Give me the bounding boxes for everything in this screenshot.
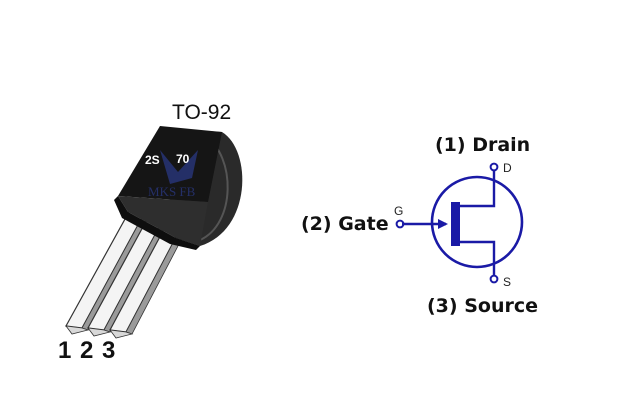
part-marking-right: 70	[176, 152, 190, 166]
gate-label: (2) Gate	[301, 213, 389, 235]
drain-terminal	[489, 162, 499, 172]
source-lead	[460, 240, 496, 276]
pin-number-1: 1	[58, 337, 71, 364]
source-label: (3) Source	[427, 295, 538, 317]
pin-number-2: 2	[80, 337, 93, 364]
drain-label: (1) Drain	[435, 134, 530, 156]
package-name: TO-92	[172, 101, 231, 124]
lead-2	[87, 213, 171, 337]
package-body-bottom	[118, 196, 208, 246]
symbol-circle	[430, 175, 524, 269]
source-terminal	[489, 274, 499, 284]
part-marking-left: 2S	[145, 153, 160, 167]
mosfet-symbol	[395, 162, 524, 284]
watermark-logo	[160, 150, 198, 184]
channel-bar	[451, 202, 460, 246]
drain-letter: D	[503, 161, 512, 175]
gate-arrow	[438, 219, 448, 229]
lead-3	[109, 217, 191, 339]
to92-package: MKS FB 2S 70 TO-92 1 2 3	[58, 101, 243, 364]
pin-number-3: 3	[102, 337, 115, 364]
source-letter: S	[503, 275, 511, 289]
drain-lead	[460, 170, 496, 208]
gate-letter: G	[394, 204, 403, 218]
gate-terminal	[395, 219, 405, 229]
watermark-text: MKS FB	[148, 184, 196, 199]
